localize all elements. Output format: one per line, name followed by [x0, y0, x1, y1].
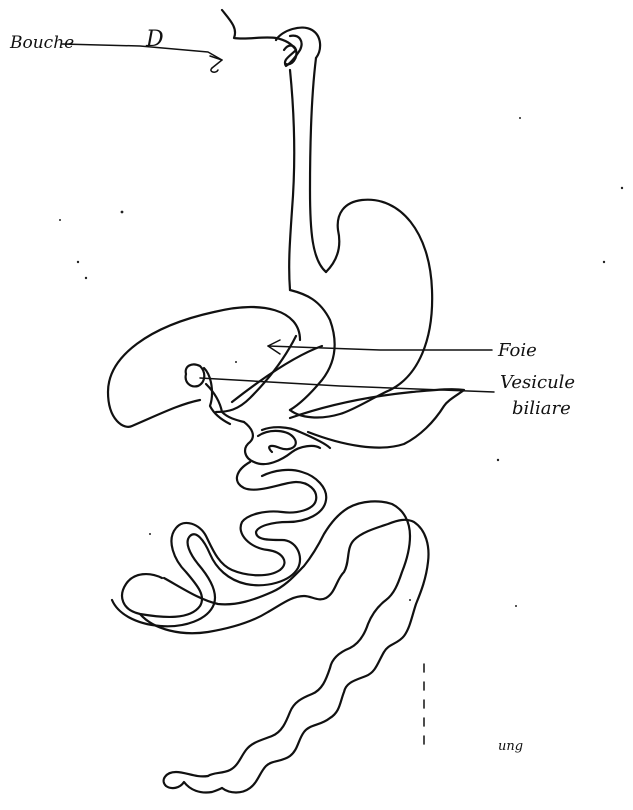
mouth-outline: [222, 10, 320, 66]
speck: [603, 261, 605, 263]
bouche-arrowhead: [210, 56, 222, 68]
scan-specks: [59, 117, 623, 607]
speck: [59, 219, 61, 221]
duodenum-knot: [258, 431, 296, 452]
foie-pointer-line: [268, 346, 492, 350]
large-intestine-inner-wall: [164, 501, 410, 776]
esophagus-left-wall: [289, 70, 294, 290]
esophagus-right-wall: [310, 58, 326, 272]
bouche-arrow-tail: [211, 68, 218, 72]
speck: [235, 361, 237, 363]
label-biliare: biliare: [512, 398, 571, 419]
label-bouche: Bouche: [9, 33, 74, 53]
duodenum-outline: [244, 422, 330, 464]
speck: [497, 459, 499, 461]
rectum-end-outline: [164, 772, 222, 793]
speck: [85, 277, 87, 279]
speck: [77, 261, 79, 263]
speck: [409, 599, 411, 601]
speck: [149, 533, 151, 535]
liver-lower-edge: [216, 336, 296, 412]
label-vesicule: Vesicule: [500, 372, 575, 393]
label-marker-d: D: [145, 27, 164, 52]
speck: [515, 605, 517, 607]
speck: [621, 187, 623, 189]
small-intestine-outer-wall: [122, 462, 316, 617]
bouche-pointer-line: [62, 44, 222, 60]
speck: [519, 117, 521, 119]
gallbladder-outline: [186, 364, 205, 386]
speck: [121, 211, 124, 214]
corner-mark: ung: [498, 739, 523, 754]
label-foie: Foie: [497, 340, 537, 361]
small-intestine-inner-wall: [112, 470, 326, 626]
